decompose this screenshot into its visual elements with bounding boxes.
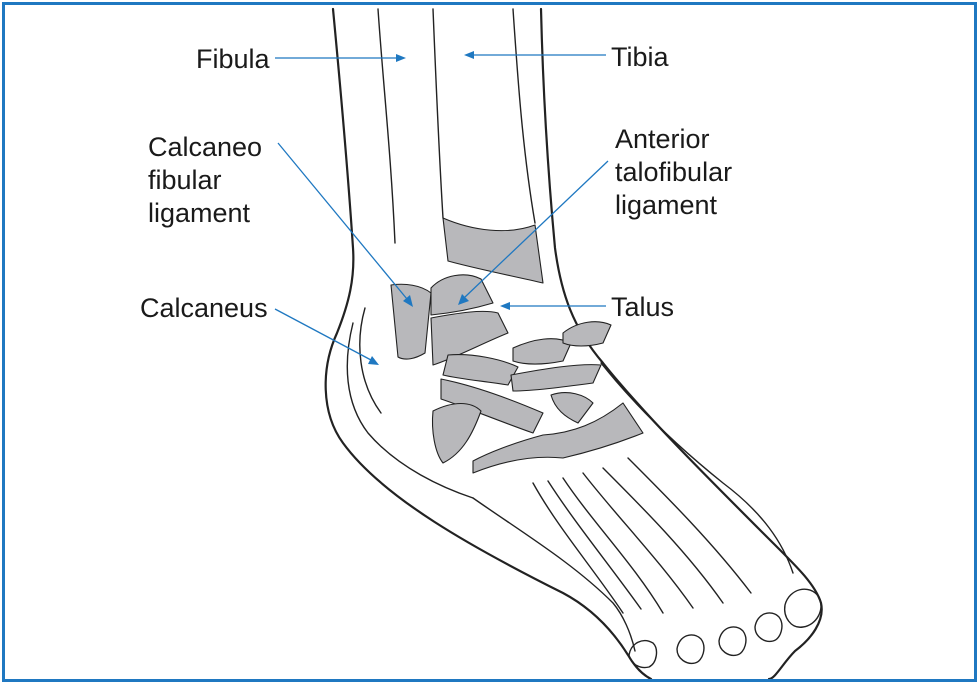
tibia-left-edge xyxy=(433,9,443,218)
calcaneus-leader xyxy=(275,309,371,360)
label-calcaneus: Calcaneus xyxy=(140,293,268,323)
metatarsal-2 xyxy=(583,473,693,608)
label-anterior-talofibular-line3: ligament xyxy=(615,190,718,220)
sole-line xyxy=(473,498,635,651)
calcaneus-arrowhead xyxy=(368,356,379,365)
tibia-arrowhead xyxy=(464,51,474,59)
leg-outline-left xyxy=(326,9,651,679)
label-fibula: Fibula xyxy=(196,44,271,74)
label-talus: Talus xyxy=(611,292,674,322)
toe-2 xyxy=(677,635,704,663)
toe-big xyxy=(785,589,821,627)
calcaneofibular-ligament-shape xyxy=(391,284,431,359)
label-anterior-talofibular-line2: talofibular xyxy=(615,157,732,187)
cuneiform-ligament xyxy=(551,393,593,423)
toe-4 xyxy=(755,613,782,641)
toe-3 xyxy=(719,627,746,655)
lateral-tarsal-ligament xyxy=(563,322,611,346)
metatarsal-4 xyxy=(628,458,751,593)
ankle-anatomy-illustration: Fibula Tibia Calcaneo fibular ligament A… xyxy=(5,5,974,679)
talonavicular-ligament xyxy=(443,355,518,385)
label-calcaneofibular-line3: ligament xyxy=(148,198,251,228)
tibia-inner-edge xyxy=(513,9,535,223)
fibula-arrowhead xyxy=(396,54,406,62)
label-anterior-talofibular-line1: Anterior xyxy=(615,124,710,154)
metatarsal-6 xyxy=(548,481,641,609)
dorsal-ligament-2 xyxy=(513,339,571,364)
label-calcaneofibular-line1: Calcaneo xyxy=(148,132,262,162)
ligaments xyxy=(391,218,643,473)
fibula-right-edge xyxy=(378,9,395,243)
tibia-anterior-band xyxy=(443,218,543,283)
calcaneofibular-leader xyxy=(278,143,407,299)
label-tibia: Tibia xyxy=(611,42,670,72)
deltoid-ligament xyxy=(432,404,481,464)
label-calcaneofibular-line2: fibular xyxy=(148,165,222,195)
dorsal-ligament-3 xyxy=(511,365,601,391)
metatarsal-1 xyxy=(563,478,663,613)
talus-arrowhead xyxy=(500,302,510,310)
